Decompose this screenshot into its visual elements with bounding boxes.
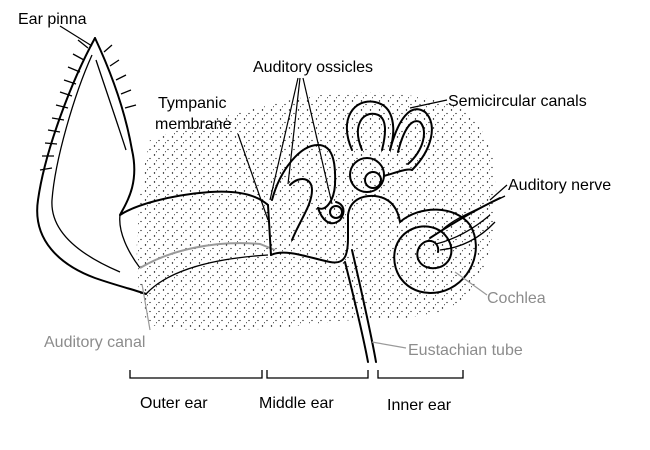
inner-ear-bracket bbox=[377, 370, 464, 379]
tympanic-membrane-leader bbox=[237, 133, 269, 221]
outer-ear-label: Outer ear bbox=[140, 395, 208, 412]
auditory-ossicles-label: Auditory ossicles bbox=[253, 59, 373, 76]
vestibule-shape bbox=[347, 194, 401, 223]
middle-ear-label: Middle ear bbox=[259, 395, 334, 412]
semicircular-canals-leader bbox=[409, 99, 448, 109]
ear-pinna-shape bbox=[36, 37, 147, 295]
tympanic-membrane-label-line2: membrane bbox=[155, 116, 232, 133]
tympanic-membrane-shape bbox=[267, 204, 272, 256]
ossicles-shape bbox=[270, 144, 349, 264]
auditory-nerve-shape bbox=[429, 195, 506, 251]
auditory-canal-label: Auditory canal bbox=[44, 334, 145, 351]
semicircular-canals-label: Semicircular canals bbox=[448, 93, 587, 110]
eustachian-tube-leader bbox=[371, 341, 407, 349]
cochlea-label: Cochlea bbox=[487, 290, 546, 307]
tympanic-membrane-label-line1: Tympanic bbox=[158, 95, 226, 112]
cochlea-leader bbox=[454, 271, 488, 296]
auditory-ossicles-leader-left bbox=[269, 77, 299, 201]
eustachian-tube-label: Eustachian tube bbox=[408, 342, 523, 359]
auditory-canal-shape bbox=[119, 149, 276, 295]
auditory-nerve-label: Auditory nerve bbox=[508, 177, 611, 194]
ear-pinna-label: Ear pinna bbox=[18, 11, 87, 28]
ear-pinna-leader bbox=[59, 25, 93, 47]
outer-ear-bracket bbox=[129, 370, 263, 379]
inner-ear-label: Inner ear bbox=[387, 397, 452, 414]
auditory-ossicles-leader-mid bbox=[287, 77, 301, 185]
auditory-nerve-leader bbox=[489, 184, 508, 201]
semicircular-canals-shape bbox=[346, 100, 433, 193]
tissue-stipple bbox=[136, 92, 497, 331]
middle-ear-bracket bbox=[266, 370, 369, 379]
auditory-ossicles-leader-right bbox=[302, 77, 333, 205]
cochlea-shape bbox=[393, 208, 477, 294]
eustachian-tube-shape bbox=[344, 249, 377, 363]
auditory-canal-leader bbox=[141, 283, 151, 331]
